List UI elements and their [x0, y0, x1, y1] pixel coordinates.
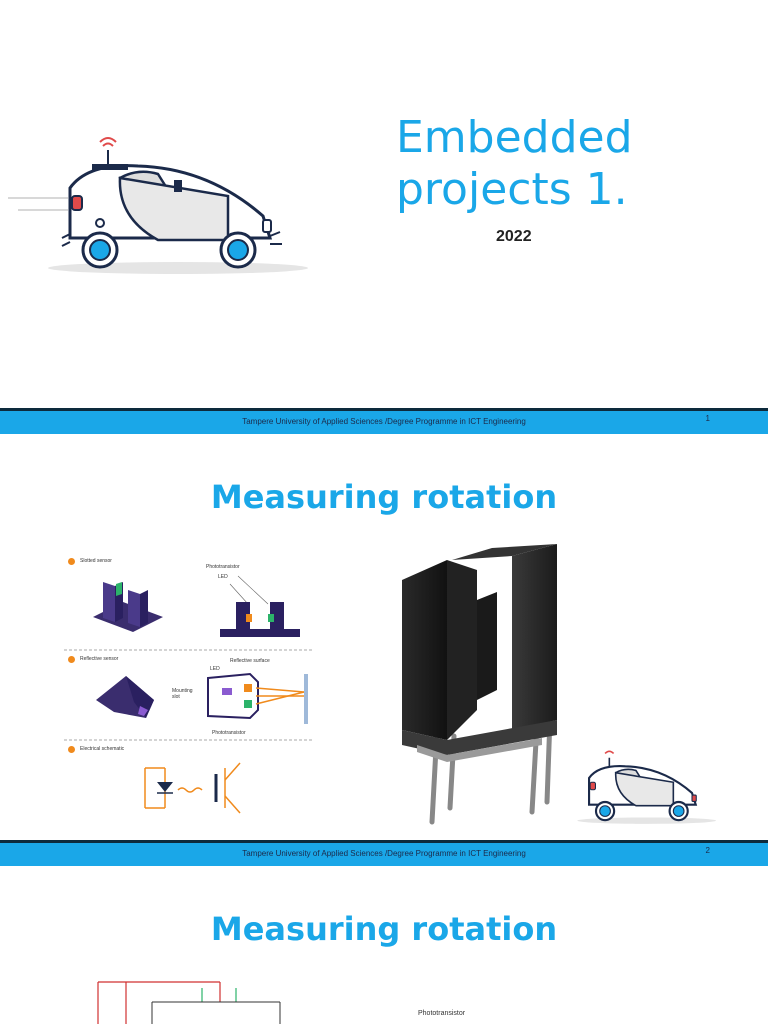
page-number: 1 — [705, 414, 710, 423]
phototransistor-label: Phototransistor — [206, 564, 240, 570]
reflective-sensor-label: Reflective sensor — [80, 656, 119, 662]
reflective-sensor-cross-section-icon — [207, 672, 308, 724]
bullet-icon — [68, 558, 75, 565]
footer-text: Tampere University of Applied Sciences /… — [242, 417, 526, 426]
phototransistor-label: Phototransistor — [418, 1010, 466, 1017]
title-line-1: Embedded — [396, 112, 633, 163]
slide-1: Embedded projects 1. 2022 Tampere Univer… — [0, 0, 768, 434]
slide-title: Measuring rotation — [210, 478, 558, 516]
slotted-sensor-3d-icon — [93, 582, 163, 632]
title-line-2: projects 1. — [396, 164, 628, 215]
footer-text: Tampere University of Applied Sciences /… — [242, 849, 526, 858]
bullet-icon — [68, 656, 75, 663]
slide-2: Measuring rotation Slotted sensor Photot… — [0, 434, 768, 866]
bullet-icon — [68, 746, 75, 753]
slide-3: Measuring rotation Phototransistor — [0, 866, 768, 1024]
reflective-sensor-3d-icon — [96, 676, 154, 718]
footer-bar: Tampere University of Applied Sciences /… — [0, 408, 768, 434]
phototransistor-label-2: Phototransistor — [212, 730, 246, 736]
mounting-slot-label: Mounting slot — [172, 688, 193, 700]
year-label: 2022 — [496, 228, 532, 245]
car-illustration-icon — [577, 750, 716, 824]
page-number: 2 — [705, 846, 710, 855]
led-label-2: LED — [210, 666, 220, 672]
circuit-schematic-icon — [97, 981, 281, 1024]
footer-bar: Tampere University of Applied Sciences /… — [0, 840, 768, 866]
dashed-divider — [64, 649, 314, 651]
electrical-schematic-label: Electrical schematic — [80, 746, 125, 752]
dashed-divider — [64, 739, 314, 741]
slide-title: Measuring rotation — [210, 910, 558, 948]
reflective-surface-label: Reflective surface — [230, 658, 270, 664]
electrical-schematic-icon — [144, 762, 241, 814]
slotted-optocoupler-photo — [402, 544, 557, 825]
car-illustration-icon — [8, 137, 308, 274]
slotted-sensor-cross-section-icon — [220, 575, 300, 637]
slotted-sensor-label: Slotted sensor — [80, 558, 112, 564]
slide-title: Embedded projects 1. — [396, 112, 633, 216]
led-label: LED — [218, 574, 228, 580]
